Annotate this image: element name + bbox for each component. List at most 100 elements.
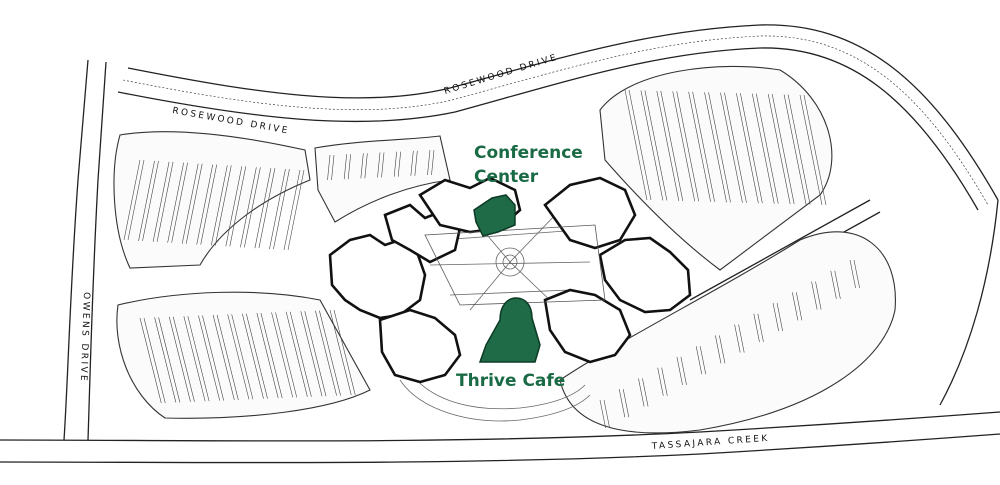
- courtyard-frame: [424, 224, 606, 306]
- parking-row: [830, 270, 837, 299]
- highlighted-facilities: [473, 194, 541, 363]
- parking-row: [364, 153, 368, 179]
- parking-row: [599, 399, 606, 429]
- parking-row: [329, 309, 352, 396]
- parking-row: [688, 91, 711, 202]
- parking-row: [181, 163, 199, 244]
- parking-row: [834, 270, 841, 299]
- central-plaza: [399, 209, 591, 422]
- parking-row: [657, 367, 664, 396]
- parking-row: [227, 314, 250, 400]
- parking-row: [300, 311, 323, 397]
- parking-row: [142, 160, 159, 241]
- parking-row: [269, 169, 286, 250]
- parking-row: [360, 153, 364, 179]
- parking-row: [724, 92, 747, 203]
- parking-row: [853, 259, 860, 289]
- parking-row: [622, 389, 630, 418]
- parking-row: [139, 317, 162, 404]
- rosewood-drive-east-label: ROSEWOOD DRIVE: [443, 53, 560, 97]
- facility-labels: Conference Center Thrive Cafe: [456, 143, 583, 391]
- parking-row: [695, 346, 703, 375]
- parking-row: [715, 335, 722, 364]
- parking-row: [708, 92, 731, 203]
- parking-row: [244, 167, 261, 248]
- parking-row: [171, 162, 188, 243]
- owens-drive-east: [87, 61, 107, 441]
- building-southwest: [378, 308, 462, 384]
- parking-row: [740, 93, 763, 204]
- building-northeast: [543, 176, 637, 250]
- loop-drive: [399, 379, 591, 422]
- parking-row: [803, 94, 827, 206]
- parking-row: [225, 166, 243, 247]
- parking-row: [414, 150, 418, 176]
- parking-row: [289, 311, 312, 397]
- parking-row: [393, 151, 397, 177]
- parking-lot-northeast: [599, 65, 833, 271]
- tassajara-creek-north: [0, 411, 1000, 442]
- parking-row: [736, 93, 759, 204]
- parking-row: [661, 367, 668, 396]
- plaza-walkways: [429, 209, 591, 311]
- parking-row: [202, 315, 225, 401]
- parking-row: [242, 313, 264, 399]
- parking-row: [676, 91, 700, 202]
- parking-row: [377, 152, 381, 178]
- conference-center-label-line2: Center: [474, 167, 539, 187]
- owens-drive-label: OWENS DRIVE: [78, 292, 91, 383]
- rosewood-drive-inner: [117, 47, 979, 211]
- parking-row: [431, 149, 435, 176]
- parking-row: [333, 309, 356, 396]
- parking-row: [343, 154, 347, 180]
- parking-row: [185, 163, 203, 244]
- parking-row: [755, 93, 779, 204]
- building-west-wing: [328, 233, 427, 320]
- parking-row: [287, 169, 305, 251]
- parking-row: [628, 89, 652, 201]
- parking-row: [738, 324, 745, 353]
- parking-row: [410, 150, 414, 176]
- parking-row: [720, 92, 743, 203]
- parking-lot-southwest: [116, 291, 371, 419]
- plaza-ring: [495, 247, 525, 277]
- loop-drive-2: [409, 371, 586, 410]
- parking-lot-north-center: [314, 135, 451, 223]
- parking-row: [767, 94, 791, 205]
- parking-row: [347, 154, 351, 180]
- parking-stalls: [123, 89, 860, 429]
- parking-row: [258, 168, 276, 249]
- parking-row: [640, 90, 664, 201]
- parking-row: [319, 310, 341, 396]
- parking-row: [127, 159, 145, 241]
- parking-row: [183, 316, 206, 402]
- parking-row: [212, 314, 235, 400]
- parking-row: [216, 314, 239, 400]
- parking-lot-northwest: [113, 131, 311, 269]
- parking-row: [704, 92, 727, 203]
- parking-row: [757, 313, 764, 342]
- parking-row: [815, 281, 822, 310]
- parking-row: [751, 93, 775, 204]
- parking-row: [642, 378, 649, 407]
- parking-row: [644, 90, 668, 201]
- parking-row: [734, 324, 741, 353]
- conference-center-building[interactable]: [473, 194, 516, 237]
- parking-row: [315, 310, 337, 396]
- campus-buildings: [328, 176, 692, 384]
- parking-row: [168, 316, 191, 402]
- parking-row: [138, 160, 155, 241]
- parking-row: [381, 152, 385, 178]
- parking-row: [123, 159, 141, 241]
- tassajara-creek-south: [0, 433, 1000, 464]
- parking-row: [167, 162, 184, 243]
- parking-row: [603, 399, 610, 429]
- rosewood-drive-outer: [127, 24, 999, 201]
- building-southeast: [543, 288, 632, 364]
- parking-row: [152, 161, 170, 242]
- owens-drive-west: [63, 59, 89, 441]
- parking-row: [776, 303, 783, 332]
- parking-row: [210, 165, 228, 246]
- thrive-cafe-building[interactable]: [478, 297, 541, 363]
